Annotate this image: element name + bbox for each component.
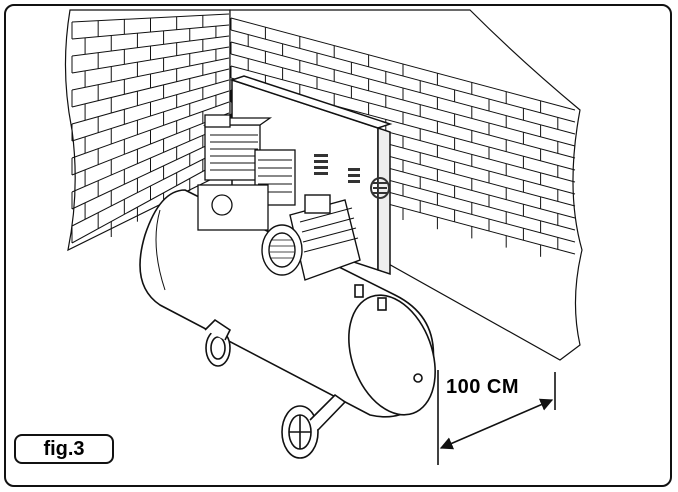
pump-head [197, 114, 296, 231]
air-tank [139, 189, 436, 418]
wheel-icon [204, 318, 347, 459]
brick-wall-left [64, 9, 231, 252]
dimension-arrow [437, 370, 556, 465]
diagram-frame [4, 4, 672, 487]
dimension-label: 100 CM [446, 376, 520, 398]
vent-grille-icon [314, 154, 390, 199]
figure-label: fig.3 [14, 434, 114, 464]
electric-motor [261, 194, 361, 281]
